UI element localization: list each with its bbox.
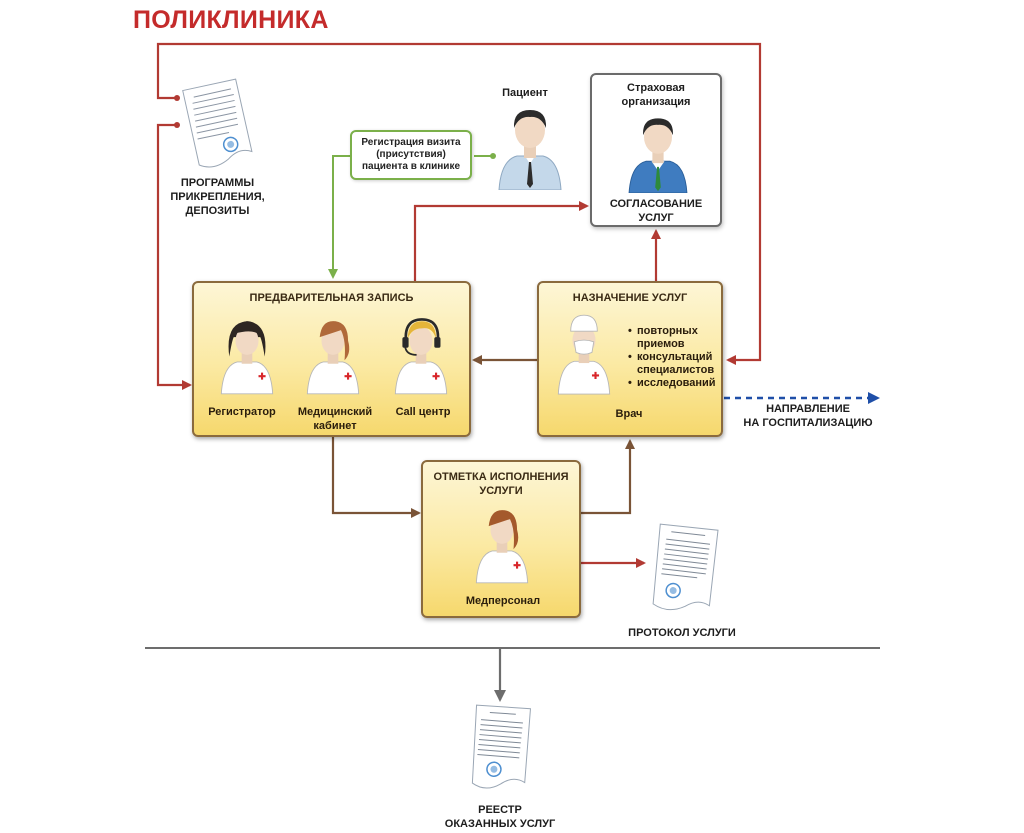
- programs-to-preregistration: [156, 123, 192, 390]
- connector-dot: [174, 122, 180, 128]
- medical-office-figure: [306, 321, 360, 395]
- loop-programs-to-assignment: [156, 42, 762, 365]
- pre-registration-title: ПРЕДВАРИТЕЛЬНАЯ ЗАПИСЬ: [249, 292, 414, 304]
- patient-label: Пациент: [502, 87, 548, 99]
- visit-registration-label: Регистрация визита (присутствия) пациент…: [361, 137, 461, 172]
- medical-staff-label: Медперсонал: [465, 595, 541, 607]
- visit-to-preregistration: [328, 155, 350, 279]
- list-item: исследований: [628, 377, 716, 390]
- assignment-types-list: повторных приемов консультаций специалис…: [628, 325, 716, 390]
- registry-document-icon: [471, 704, 532, 789]
- medical-staff-figure: [475, 510, 529, 584]
- doctor-label: Врач: [615, 408, 643, 420]
- connector-dot: [174, 95, 180, 101]
- list-item: повторных приемов: [628, 325, 716, 351]
- preregistration-to-insurance: [413, 201, 589, 281]
- service-assignment-title: НАЗНАЧЕНИЕ УСЛУГ: [572, 292, 688, 304]
- insurance-agent-figure: [628, 118, 688, 193]
- protocol-document-icon: [652, 523, 719, 611]
- insurance-title: Страховая организация: [621, 82, 691, 108]
- execution-to-assignment: [581, 439, 635, 515]
- document-icon: [182, 78, 253, 168]
- registrar-figure: [220, 321, 274, 395]
- list-item: консультаций специалистов: [628, 351, 716, 377]
- preregistration-to-execution: [331, 437, 421, 518]
- protocol-label: ПРОТОКОЛ УСЛУГИ: [628, 627, 736, 639]
- insurance-caption: СОГЛАСОВАНИЕ УСЛУГ: [609, 198, 703, 224]
- connector-dot: [490, 153, 496, 159]
- execution-mark-box: ОТМЕТКА ИСПОЛНЕНИЯ УСЛУГИ Медперсонал: [421, 460, 581, 618]
- visit-registration-box: Регистрация визита (присутствия) пациент…: [350, 130, 472, 180]
- execution-mark-title: ОТМЕТКА ИСПОЛНЕНИЯ УСЛУГИ: [433, 471, 569, 497]
- doctor-figure: [557, 314, 611, 395]
- registry-label: РЕЕСТР ОКАЗАННЫХ УСЛУГ: [444, 804, 556, 830]
- call-center-figure: [394, 318, 448, 395]
- insurance-box: Страховая организация СОГЛАСОВАНИЕ УСЛУГ: [590, 73, 722, 227]
- medical-office-label: Медицинский кабинет: [297, 406, 373, 432]
- hospitalization-label: НАПРАВЛЕНИЕ НА ГОСПИТАЛИЗАЦИЮ: [743, 403, 873, 429]
- programs-label: ПРОГРАММЫ ПРИКРЕПЛЕНИЯ, ДЕПОЗИТЫ: [170, 177, 265, 217]
- service-assignment-box: НАЗНАЧЕНИЕ УСЛУГ повторных приемов консу…: [537, 281, 723, 437]
- registrar-label: Регистратор: [208, 406, 276, 418]
- call-center-label: Call центр: [395, 406, 451, 418]
- pre-registration-box: ПРЕДВАРИТЕЛЬНАЯ ЗАПИСЬ Регистратор Медиц…: [192, 281, 471, 437]
- patient-figure: [498, 110, 562, 190]
- page-title: ПОЛИКЛИНИКА: [133, 6, 329, 34]
